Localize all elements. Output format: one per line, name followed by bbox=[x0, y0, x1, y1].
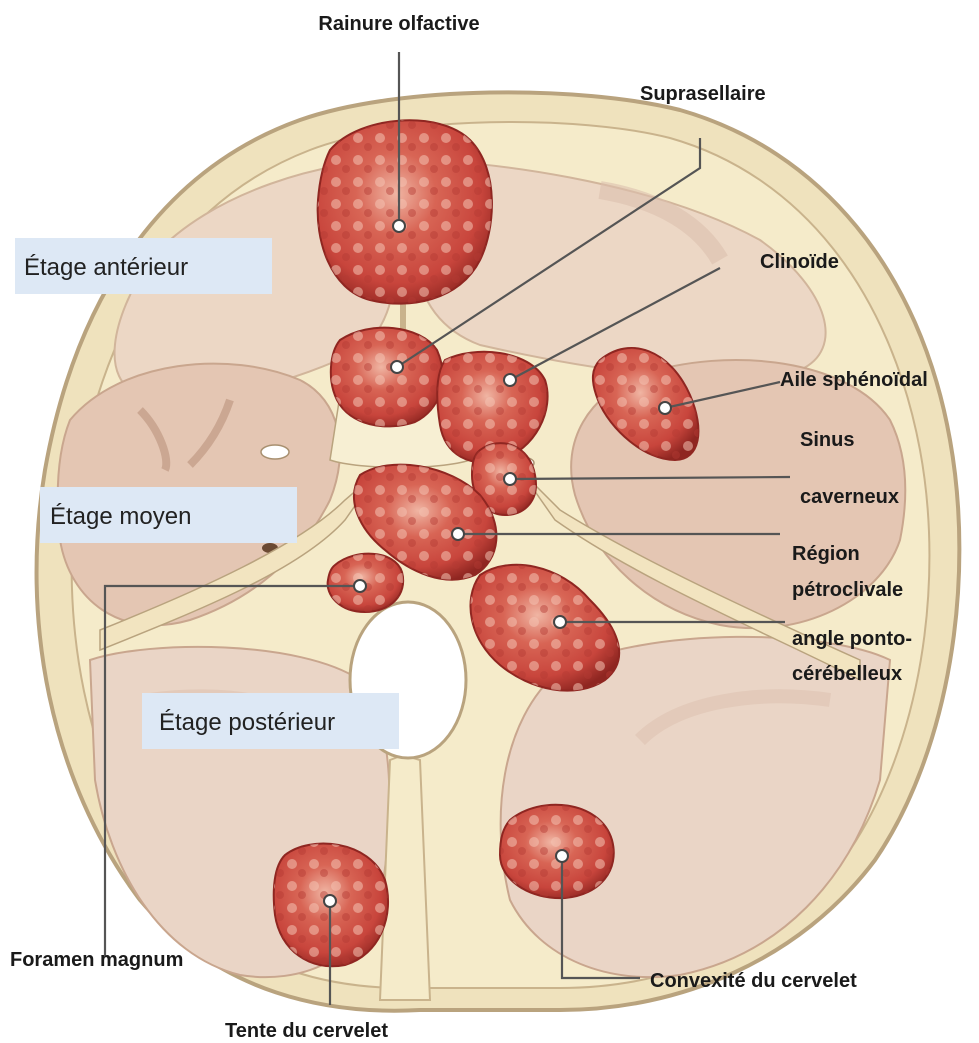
region-posterior-label: Étage postérieur bbox=[159, 709, 335, 736]
label-foramen: Foramen magnum bbox=[10, 949, 183, 971]
label-suprasellar: Suprasellaire bbox=[640, 83, 766, 105]
label-cavernous-2: caverneux bbox=[800, 486, 899, 508]
label-cpa-1: angle ponto- bbox=[792, 628, 912, 650]
region-middle: Étage moyen bbox=[40, 487, 297, 543]
label-clinoid: Clinoïde bbox=[760, 251, 839, 273]
label-cavernous-1: Sinus bbox=[800, 429, 854, 451]
region-posterior: Étage postérieur bbox=[142, 693, 399, 749]
label-olfactory: Rainure olfactive bbox=[318, 13, 479, 35]
label-petroclival-1: Région bbox=[792, 543, 860, 565]
region-anterior: Étage antérieur bbox=[15, 238, 272, 294]
label-convexity: Convexité du cervelet bbox=[650, 970, 857, 992]
label-petroclival-2: pétroclivale bbox=[792, 579, 903, 601]
label-cpa-2: cérébelleux bbox=[792, 663, 902, 685]
region-middle-label: Étage moyen bbox=[50, 503, 191, 530]
region-anterior-label: Étage antérieur bbox=[24, 254, 188, 281]
label-tentorium: Tente du cervelet bbox=[225, 1020, 388, 1042]
label-sphenoid: Aile sphénoïdal bbox=[780, 369, 928, 391]
